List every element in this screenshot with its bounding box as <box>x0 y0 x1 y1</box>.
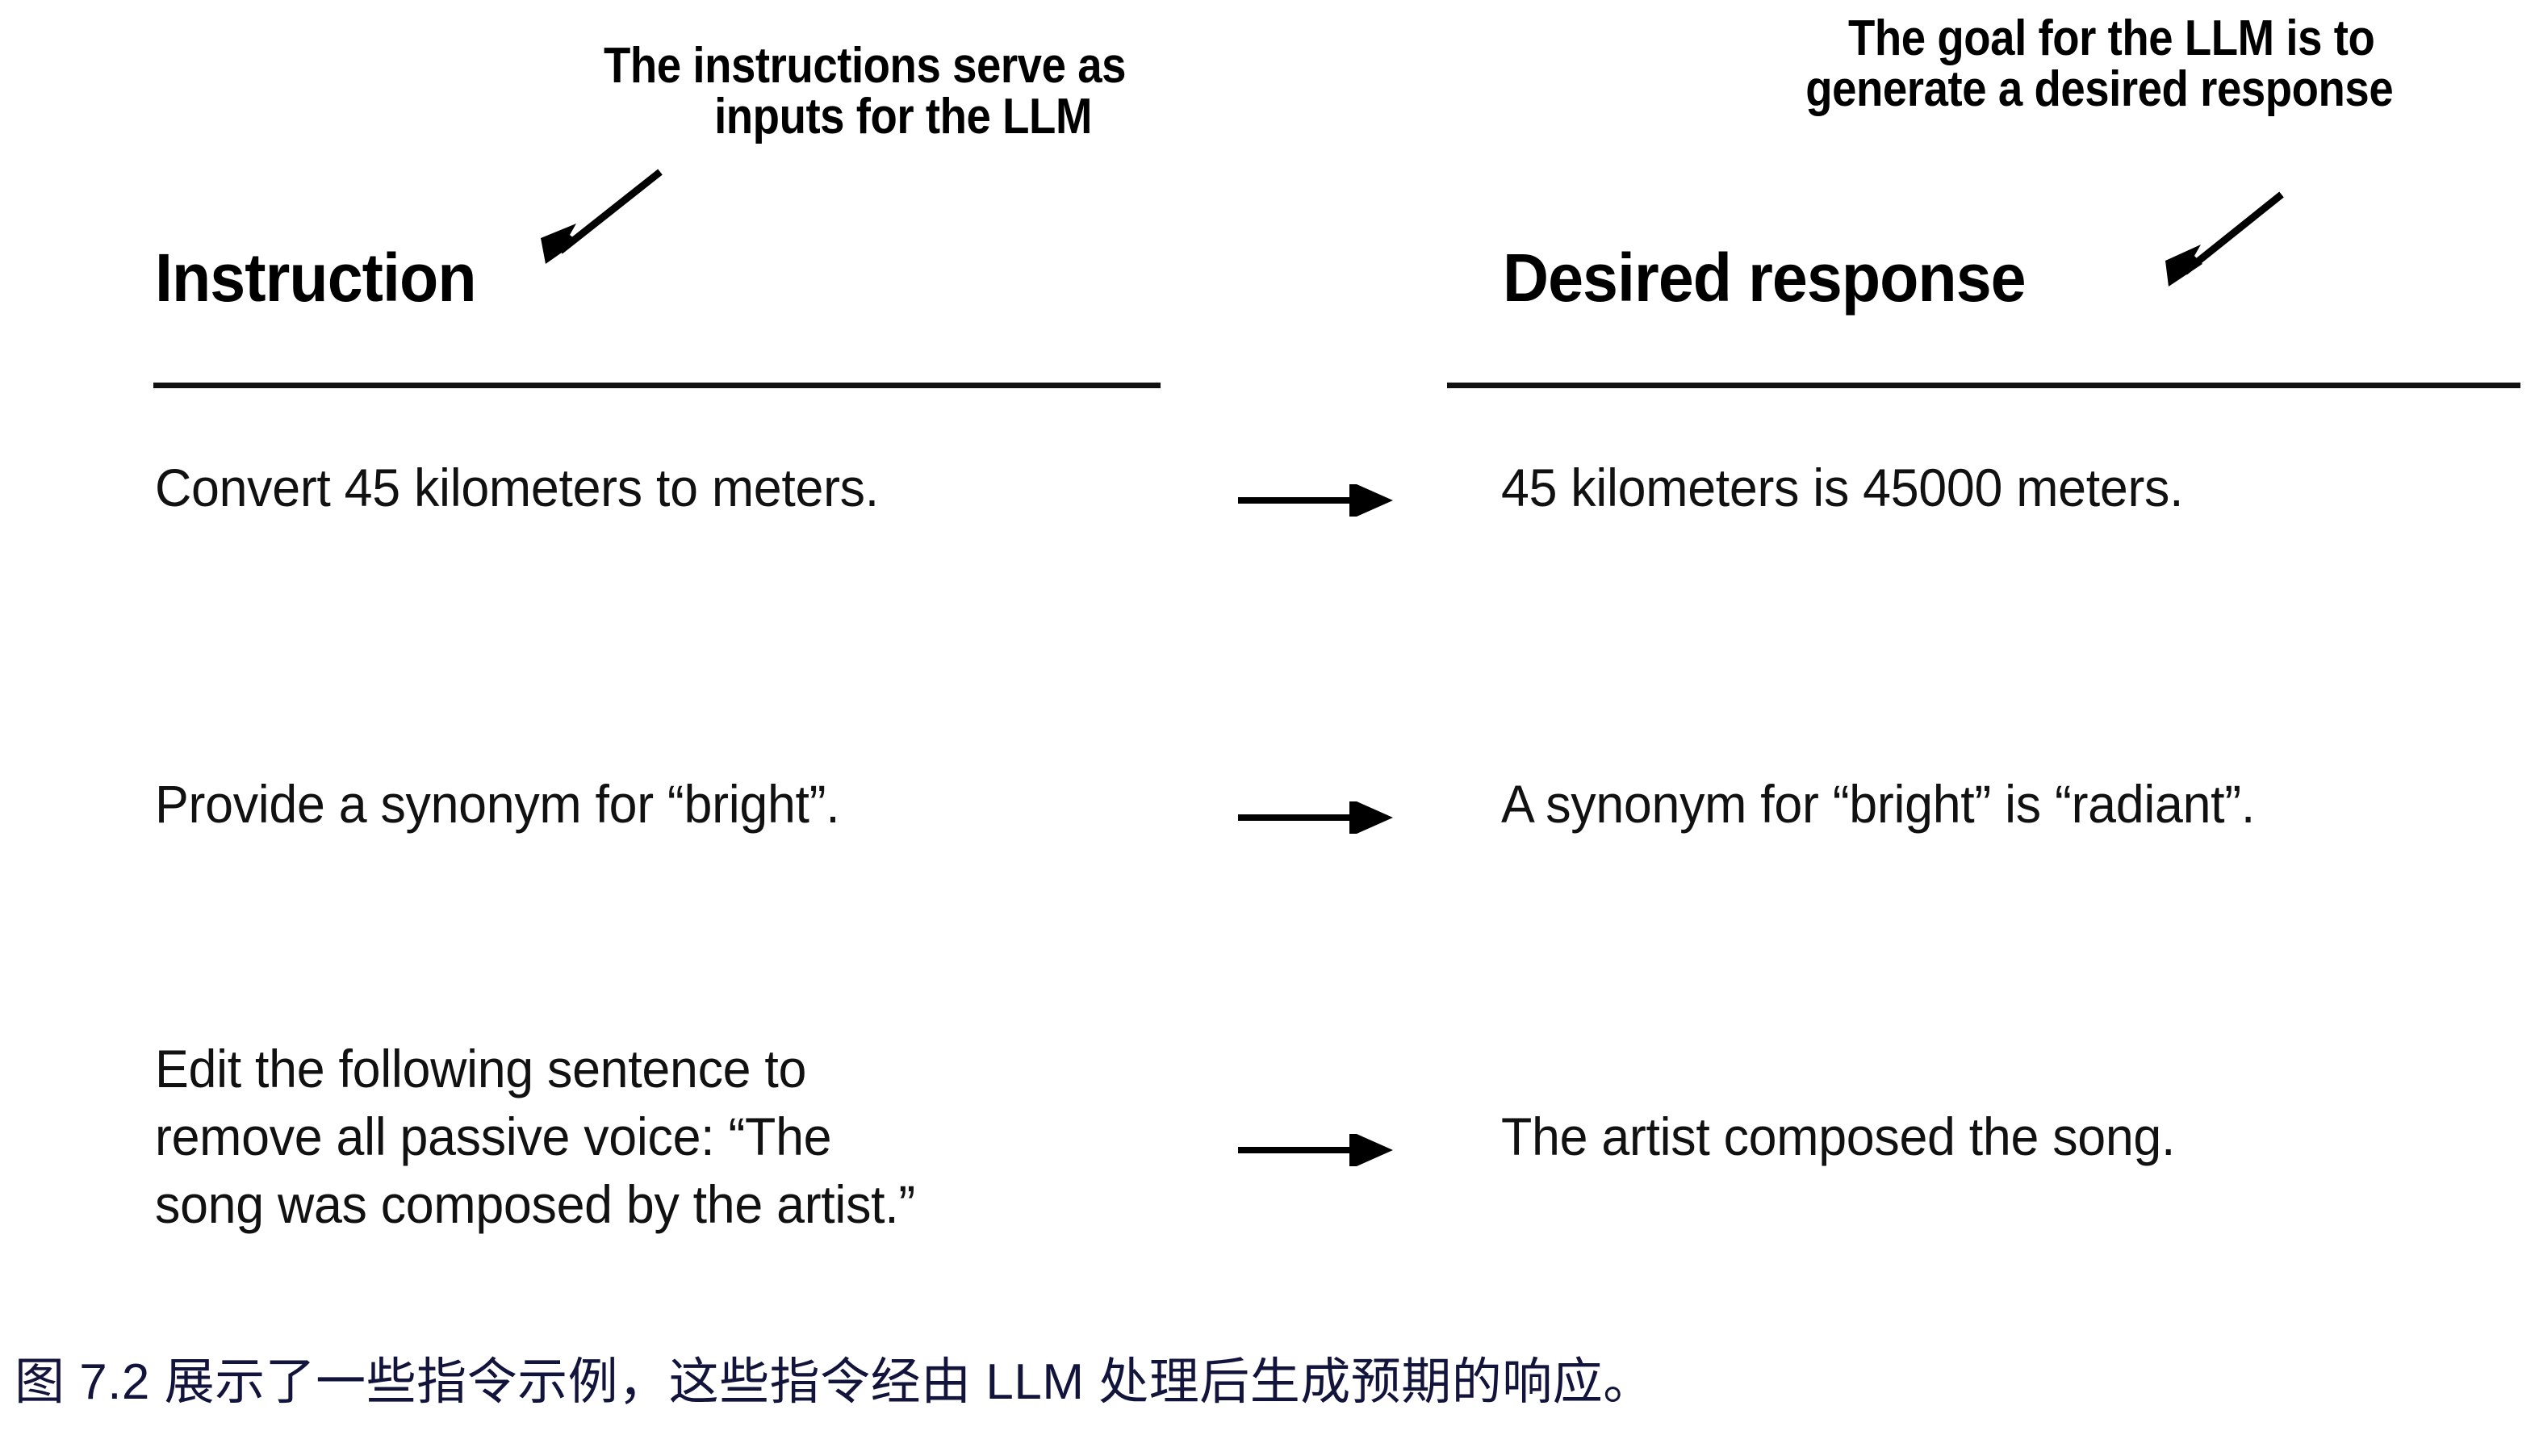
response-cell-2: A synonym for “bright” is “radiant”. <box>1501 774 2256 834</box>
callout-right-line1: The goal for the LLM is to <box>1848 10 2375 66</box>
header-rule-left <box>153 383 1161 388</box>
callout-right-line2: generate a desired response <box>1805 61 2394 118</box>
instruction-cell-1: Convert 45 kilometers to meters. <box>155 458 879 517</box>
transition-arrow-icon-2 <box>1235 801 1396 834</box>
callout-left-line2: inputs for the LLM <box>714 89 1092 145</box>
column-header-instruction: Instruction <box>155 240 477 316</box>
column-header-desired-response: Desired response <box>1503 240 2027 316</box>
transition-arrow-icon-3 <box>1235 1134 1396 1166</box>
callout-right-arrow-icon <box>2151 182 2312 311</box>
callout-right-goal: The goal for the LLM is to generate a de… <box>1805 10 2393 115</box>
callout-left-instructions: The instructions serve as inputs for the… <box>604 38 1127 145</box>
callout-left-line1: The instructions serve as <box>604 38 1127 94</box>
instruction-cell-2: Provide a synonym for “bright”. <box>155 774 840 834</box>
transition-arrow-icon-1 <box>1235 484 1396 517</box>
response-cell-3: The artist composed the song. <box>1501 1107 2176 1166</box>
header-rule-right <box>1447 383 2520 388</box>
callout-left-arrow-icon <box>525 157 686 278</box>
response-cell-1: 45 kilometers is 45000 meters. <box>1501 458 2184 517</box>
figure-caption: 图 7.2 展示了一些指令示例，这些指令经由 LLM 处理后生成预期的响应。 <box>15 1354 1654 1410</box>
instruction-cell-3: Edit the following sentence to remove al… <box>155 1039 915 1234</box>
